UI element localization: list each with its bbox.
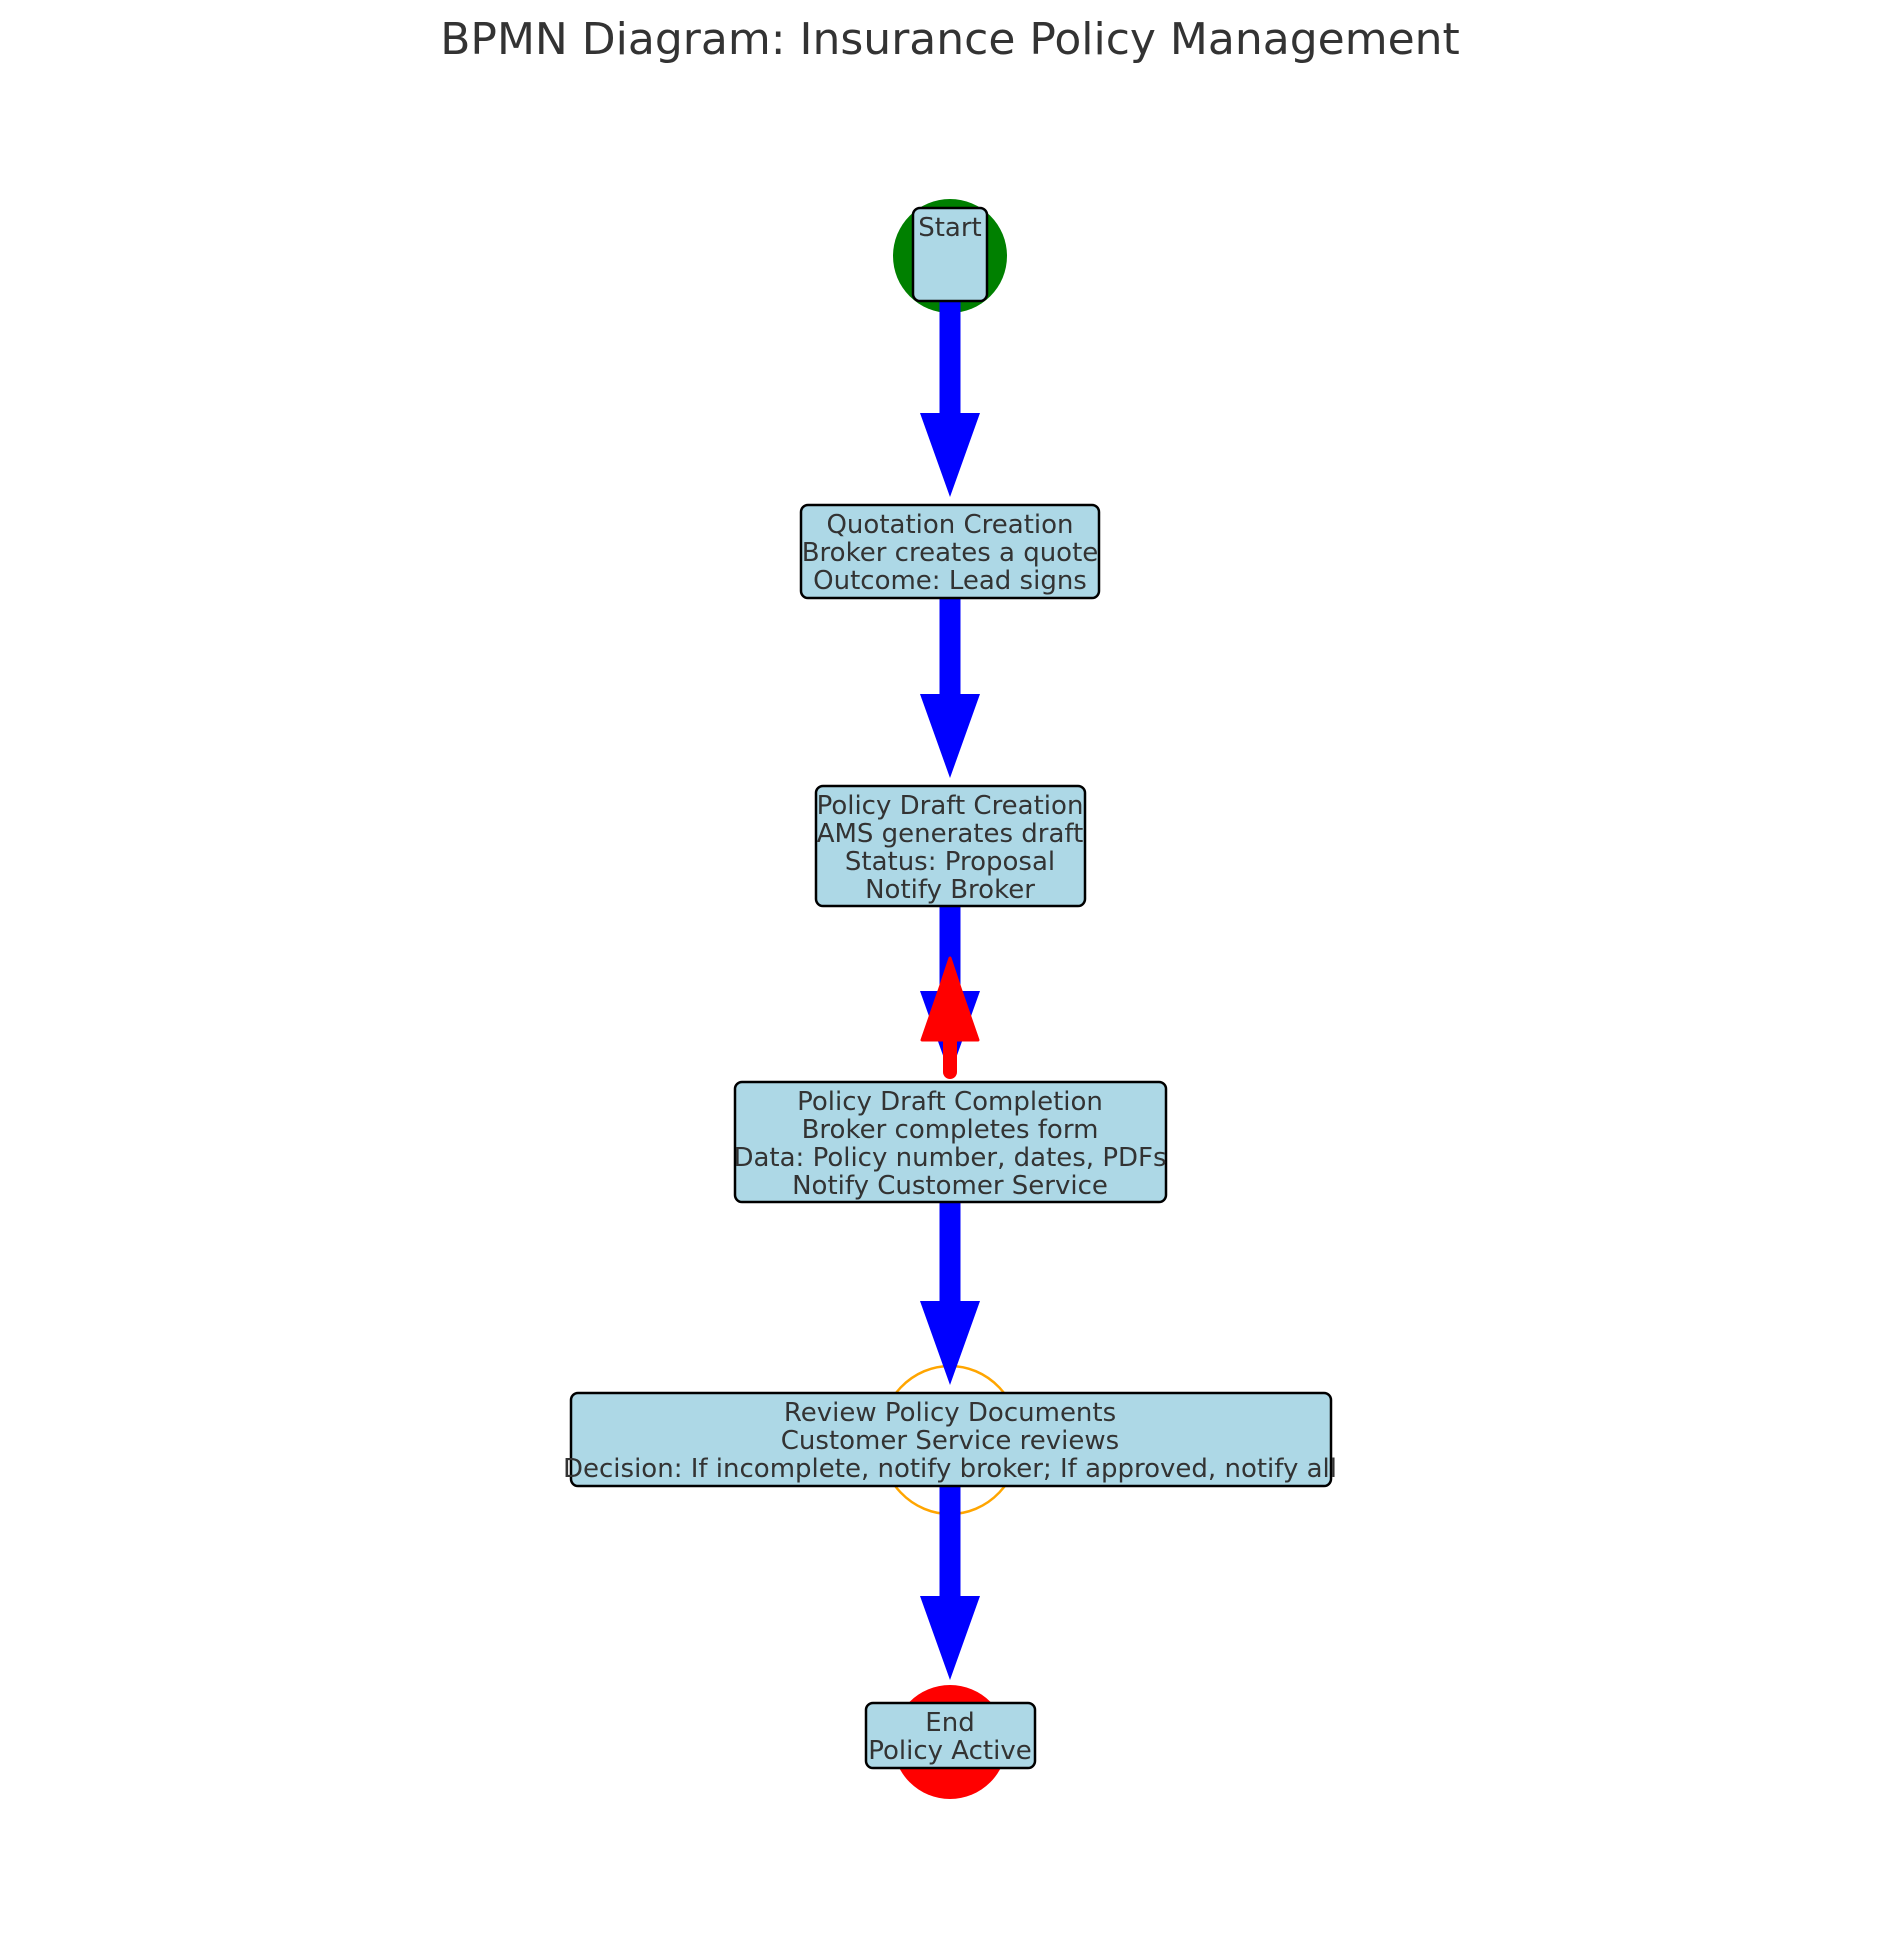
node-draft-creation-line-3: Status: Proposal [845,847,1055,877]
node-end-line-2: Policy Active [868,1736,1031,1766]
return-flow-draft_completion-to-draft_creation-arrowhead [920,956,980,1042]
node-start-box [911,206,989,303]
node-review-line-1: Review Policy Documents [784,1398,1116,1428]
node-quotation-line-3: Outcome: Lead signs [813,566,1087,596]
node-draft-completion-line-2: Broker completes form [802,1115,1099,1145]
node-draft-creation-box [814,784,1087,908]
node-draft-creation-line-4: Notify Broker [865,875,1035,905]
node-quotation-line-1: Quotation Creation [826,510,1073,540]
node-start: Start [911,206,989,303]
node-draft-completion-line-1: Policy Draft Completion [797,1087,1103,1117]
return-flows [920,956,980,1079]
flow-review-to-end-arrowhead [920,1596,980,1680]
node-draft-creation-line-1: Policy Draft Creation [817,791,1084,821]
flow-quotation-to-draft_creation-arrowhead [920,694,980,778]
node-start-line-1: Start [918,213,982,243]
node-end-box [864,1701,1037,1770]
node-quotation-line-2: Broker creates a quote [802,538,1099,568]
flow-start-to-quotation-arrowhead [920,413,980,497]
diagram-title: BPMN Diagram: Insurance Policy Managemen… [440,14,1460,65]
flow-draft_completion-to-review-arrowhead [920,1301,980,1385]
node-draft-completion-line-3: Data: Policy number, dates, PDFs [733,1143,1166,1173]
node-draft-creation-line-2: AMS generates draft [817,819,1084,849]
node-draft-completion-box [733,1080,1168,1204]
node-review-line-3: Decision: If incomplete, notify broker; … [563,1454,1337,1484]
node-review-box [569,1391,1333,1488]
node-review-line-2: Customer Service reviews [781,1426,1119,1456]
node-quotation-box [799,503,1101,600]
node-draft-completion-line-4: Notify Customer Service [792,1171,1108,1201]
node-end-line-1: End [925,1708,974,1738]
